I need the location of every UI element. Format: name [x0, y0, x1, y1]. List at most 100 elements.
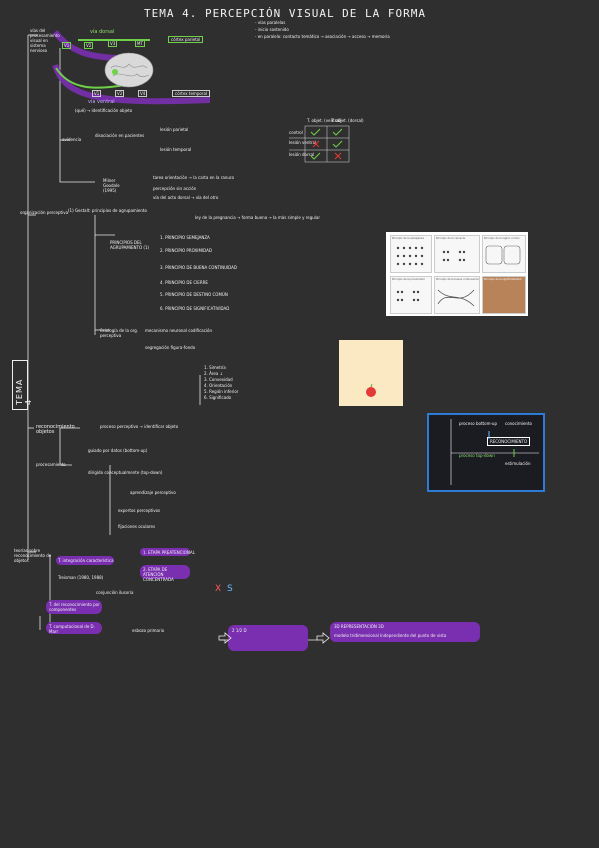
area-v3: V3 [108, 40, 118, 47]
top-note-1: - vías paralelas [255, 20, 286, 25]
top-down-label: dirigido conceptualmente (top-down) [88, 470, 163, 475]
principio-5: 5. PRINCIPIO DE DESTINO COMÚN [160, 292, 228, 297]
principio-6: 6. PRINCIPIO DE SIGNIFICATIVIDAD [160, 306, 230, 311]
figure-caption-2: Principio de la cercanía [436, 237, 465, 240]
dos-d-highlight [228, 625, 308, 651]
computacional-highlight [46, 622, 102, 634]
factor-4: 4. Orientación [204, 383, 233, 388]
componentes-label: T. del reconocimiento por componentes [49, 602, 100, 612]
teorias-label: teorías sobre reconocimiento de objetos [14, 548, 52, 563]
table-header-1: T. objet. (ventral) [307, 118, 342, 123]
evidencia-item-2: lesión parietal [160, 127, 189, 132]
factor-6: 6. Significado [204, 395, 232, 400]
principios-label: PRINCIPIOS DEL AGRUPAMIENTO (1) [110, 240, 150, 250]
etapa2-label: 2. ETAPA DE ATENCIÓN CONCENTRADA [143, 567, 174, 582]
via-ventral-label: vía ventral [88, 99, 115, 105]
via-dorsal-note: córtex parietal [168, 36, 204, 43]
figure-cell-cercania [434, 235, 480, 273]
figure-cell-proximidad [390, 276, 432, 314]
figure-ground-image [339, 340, 403, 406]
reconocimiento-label: reconocimiento objetos [36, 424, 75, 435]
figure-caption-6: Principio de la significatividad [484, 278, 522, 281]
factor-2: 2. Área ↓ [204, 371, 223, 376]
via-ventral-note: córtex temporal [172, 90, 211, 97]
organizacion-label: organización perceptiva [20, 210, 69, 215]
ventral-area-v1: V1 [92, 90, 102, 97]
diagram-estimulacion: estimulación [505, 461, 531, 466]
tres-d-note: modelo tridimensional independiente del … [334, 633, 447, 638]
principio-4: 4. PRINCIPIO DE CIERRE [160, 280, 208, 285]
table-grid [289, 125, 350, 163]
bottom-up-label: guiado por datos (bottom-up) [88, 448, 148, 453]
table-row-dorsal: lesión dorsal [289, 152, 315, 157]
figure-cell-significatividad [482, 276, 526, 314]
tres-d-highlight [330, 622, 480, 642]
etapa1-highlight [140, 548, 190, 556]
integracion-label: T. integración característica [58, 558, 114, 563]
principio-2: 2. PRINCIPIO PROXIMIDAD [160, 248, 212, 253]
reconocimiento-proceso: proceso perceptivo → identificar objeto [100, 424, 179, 429]
factor-1: 1. Simetría [204, 365, 226, 370]
etapa2-highlight [140, 565, 190, 579]
gestalt-label: (1) Gestalt: principios de agrupamiento [68, 208, 147, 213]
factor-3: 3. Convexidad [204, 377, 233, 382]
computacional-label: T. computacional de D. Marr [49, 624, 95, 634]
milner-item-1: tarea orientación → la carta en la ranur… [153, 175, 234, 180]
integracion-highlight [56, 556, 114, 565]
mark-x: X [215, 584, 222, 594]
evidencia-item-1: disociación en pacientes [95, 133, 145, 138]
fisiologia-label: fisiología de la org. perceptiva [100, 328, 139, 338]
table-row-control: control [289, 130, 303, 135]
evidencia-label: evidencia [62, 137, 82, 142]
etapa1-label: 1. ETAPA PREATENCIONAL [143, 550, 195, 555]
principio-3: 3. PRINCIPIO DE BUENA CONTINUIDAD [160, 265, 237, 270]
evidence-table: T. objet. (ventral) T. objet. (dorsal) c… [289, 118, 364, 164]
diagram-conocimiento: conocimiento [505, 421, 532, 426]
via-ventral-sub: (qué) → identificación objeto [75, 108, 133, 113]
figure-caption-5: Principio de la buena continuación [436, 278, 480, 281]
page-title: TEMA 4. PERCEPCIÓN VISUAL DE LA FORMA [144, 7, 427, 20]
ventral-area-v4: V4 [138, 90, 148, 97]
diagram-axes [450, 419, 539, 485]
table-header-2: T. objet. (dorsal) [331, 118, 364, 123]
gestalt-principles-figure: Principio de la semejanza Principio de l… [386, 232, 528, 316]
via-dorsal-label: vía dorsal [90, 29, 115, 35]
mark-s: S [227, 584, 233, 594]
apple-icon [366, 383, 376, 397]
componentes-highlight [46, 600, 102, 614]
brain-illustration [104, 52, 154, 88]
top-note-3: - en paralelo: contacto temático → asoci… [255, 34, 390, 39]
factor-5: 5. Región inferior [204, 389, 239, 394]
principio-1: 1. PRINCIPIO SEMEJANZA [160, 235, 210, 240]
milner-item-3: vía del acto dorsal → vía del otro [153, 195, 219, 200]
figura-fondo-mecanismo: mecanismo neuronal codificación [145, 328, 213, 333]
top-note-2: - inicio sostenido [255, 27, 289, 32]
evidencia-item-3: lesión temporal [160, 147, 192, 152]
figure-dots [396, 245, 521, 307]
area-v2: V2 [84, 42, 94, 49]
diagram-top-down: proceso top-down [459, 453, 495, 458]
figure-caption-1: Principio de la semejanza [392, 237, 424, 240]
figure-caption-4: Principio de la proximidad [392, 278, 425, 281]
ventral-area-v2: V2 [115, 90, 125, 97]
fijaciones-label: fijaciones oculares [118, 524, 156, 529]
expertos-label: expertos perceptivos [118, 508, 161, 513]
milner-item-2: percepción sin acción [153, 186, 197, 191]
dos-d-label: 2 1/2 D [232, 628, 247, 633]
arrow-icon-2 [316, 632, 330, 644]
tres-d-label: 3D REPRESENTACIÓN 3D [334, 624, 384, 629]
conjuncion-label: conjunción ilusoria [96, 590, 134, 595]
processing-diagram: proceso bottom-up RECONOCIMIENTO proceso… [427, 413, 545, 492]
arrow-icon-1 [218, 632, 232, 644]
figure-cell-continuacion [434, 276, 480, 314]
figure-cell-semejanza [390, 235, 432, 273]
table-row-ventral: lesión ventral [289, 140, 317, 145]
area-v1: V1 [62, 42, 72, 49]
milner-label: Milner Goodale (1995) [103, 178, 120, 193]
vias-root: vías del procesamiento visual en sistema… [30, 28, 60, 53]
segregacion-label: segregación figura-fondo [145, 345, 196, 350]
side-label-box: TEMA 4 [12, 360, 33, 410]
ley-pregnancia: ley de la pregnancia → forma buena → la … [195, 215, 321, 220]
aprendizaje-label: aprendizaje perceptivo [130, 490, 176, 495]
procesamiento-label: procesamiento [36, 462, 66, 467]
